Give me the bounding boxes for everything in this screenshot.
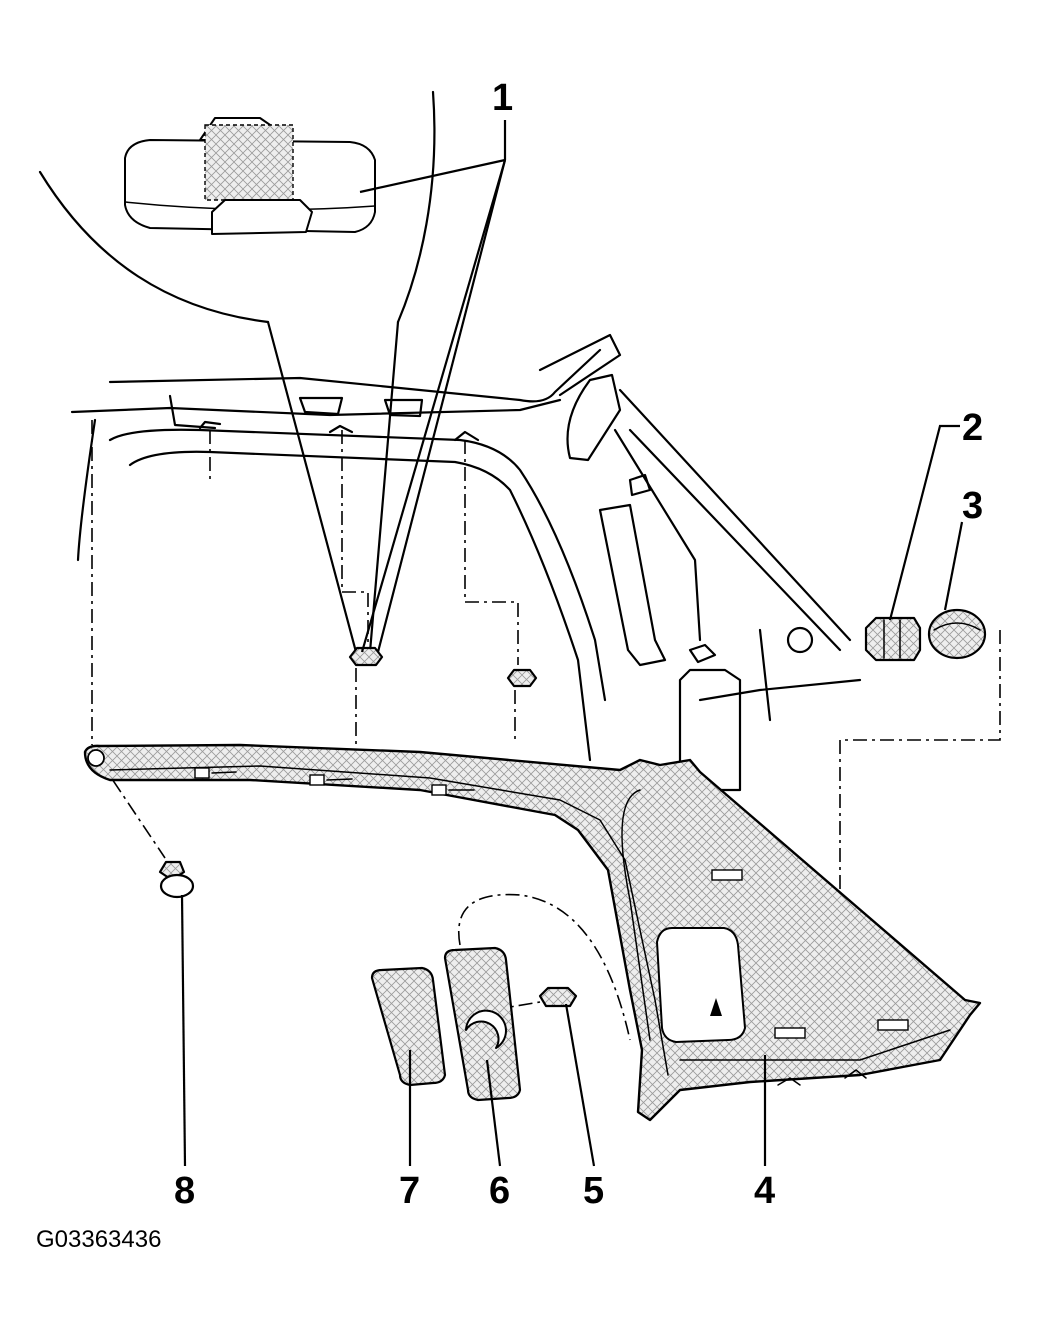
pillar-bracket [566,373,622,462]
roof-rail-lower [70,398,562,417]
trim-arrow-a [211,771,237,774]
leader-6 [485,1059,502,1167]
assembly-line-cover [458,893,631,1041]
leader-1-to-housing [359,158,506,194]
quarter-glass-edge-a [618,388,852,642]
part-8-screw-head [159,873,195,899]
part-2-clip [864,616,922,662]
housing-vent-grid [204,124,294,201]
small-clip-lower [688,643,717,664]
roof-clip-e [198,420,222,430]
callout-8: 8 [174,1170,195,1212]
leader-3 [943,521,964,611]
part-2-clip-body [864,616,922,662]
leader-1-to-clip-b [376,159,507,653]
trim-panel-inner-crease [621,789,651,1041]
callout-1: 1 [492,77,513,119]
window-frame-outer [108,428,607,702]
detail-pointer-left [266,320,358,654]
trim-arrow-b [326,778,353,781]
housing-tab [211,199,313,235]
detail-pointer-right [368,320,400,654]
callout-6: 6 [489,1170,510,1212]
part-3-cap-body [927,608,987,660]
quarter-glass-edge-b [628,428,842,652]
trim-panel-lower-crease [679,1029,951,1061]
leader-1-to-clip-a [360,159,507,653]
roof-clip-a [298,396,344,416]
trim-opening [656,927,746,1043]
leader-5 [564,1003,596,1167]
assembly-line-clip-1 [341,430,369,648]
callout-3: 3 [962,485,983,527]
window-frame-inner [128,450,592,762]
leader-lines [180,120,964,1167]
part-6-cover-body [443,946,522,1102]
trim-slot-a [711,869,743,881]
part-2-clip-ribs [883,619,901,659]
trim-clip-slot-b [309,774,325,786]
trim-tab-a [777,1077,801,1086]
roof-clip-c [328,424,354,434]
leader-2 [888,424,960,621]
c-pillar-top [538,333,622,397]
figure-id: G03363436 [36,1226,161,1253]
trim-tab-b [844,1069,867,1079]
trim-panel-body [83,743,982,1122]
trim-screw-hole [87,749,105,767]
small-clip-upper [628,473,652,497]
clip-part-1b [506,668,538,688]
part-8-screw [158,860,195,899]
trim-clip-slot-c [431,784,447,796]
part-7-cover [370,966,447,1087]
vehicle-body-outline [70,333,862,792]
roof-clip-d [453,430,480,442]
part-7-cover-body [370,966,447,1087]
detail-circle-arc-left [38,170,270,324]
callout-5: 5 [583,1170,604,1212]
callout-4: 4 [754,1170,775,1212]
callout-2: 2 [962,407,983,449]
assembly-line-cap [839,630,1001,1030]
lower-panel-edge [698,678,862,702]
trim-slot-c [877,1019,909,1031]
roof-clip-parts [348,646,538,688]
part-3-cap [927,608,987,660]
part-5-clip-body [538,986,578,1008]
trim-panel [83,743,982,1122]
mount-hole [786,626,814,654]
roof-clip-b [383,398,424,418]
trim-panel-crease [109,765,669,1076]
trim-clip-slot-a [194,767,210,779]
part-6-cover [443,946,522,1102]
leader-8 [180,894,187,1167]
roof-rail-upper [108,348,602,403]
seatbelt-bracket [598,503,667,667]
inner-panel-edge [613,428,702,642]
callout-7: 7 [399,1170,420,1212]
trim-slot-b [774,1027,806,1039]
clip-part-1a [348,646,384,667]
part-5-clip [538,986,578,1008]
callout-labels: 1 2 3 4 5 6 7 8 [174,77,983,1212]
assembly-line-clip-2 [464,440,519,665]
detail-magnifier [38,90,436,654]
part-6-cover-hook [465,1009,507,1049]
detail-circle-arc-right [396,90,436,324]
trim-opening-mark [710,998,722,1016]
body-seam [758,628,772,722]
part-3-cap-rim [933,622,981,631]
